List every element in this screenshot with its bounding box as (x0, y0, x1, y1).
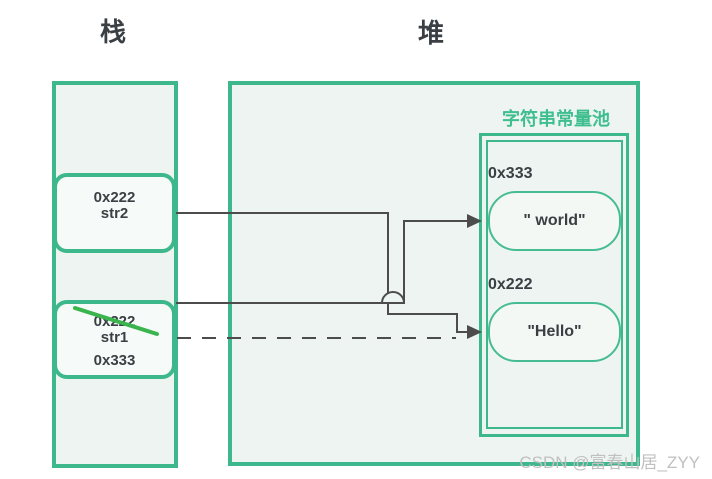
pool-address-0x222: 0x222 (488, 276, 533, 293)
pool-entry-hello: "Hello" (488, 302, 621, 362)
str2-address: 0x222 (93, 189, 136, 206)
stack-frame-str1: 0x222 str1 0x333 (53, 300, 176, 379)
str1-old-address: 0x222 (93, 313, 136, 330)
str2-name: str2 (100, 205, 129, 222)
stack-title: 栈 (99, 17, 126, 47)
pool-entry-world: " world" (488, 191, 621, 251)
pool-address-0x333: 0x333 (488, 165, 533, 182)
str1-new-address: 0x333 (93, 352, 136, 369)
string-pool-outer-border (479, 133, 629, 437)
str1-name: str1 (100, 329, 129, 346)
string-pool-label: 字符串常量池 (502, 109, 610, 129)
string-pool-inner-border (486, 140, 623, 429)
stack-frame-str2: 0x222 str2 (53, 173, 176, 253)
stack-region (52, 81, 178, 468)
heap-title: 堆 (417, 18, 444, 48)
watermark: CSDN @富春山居_ZYY (519, 453, 700, 472)
